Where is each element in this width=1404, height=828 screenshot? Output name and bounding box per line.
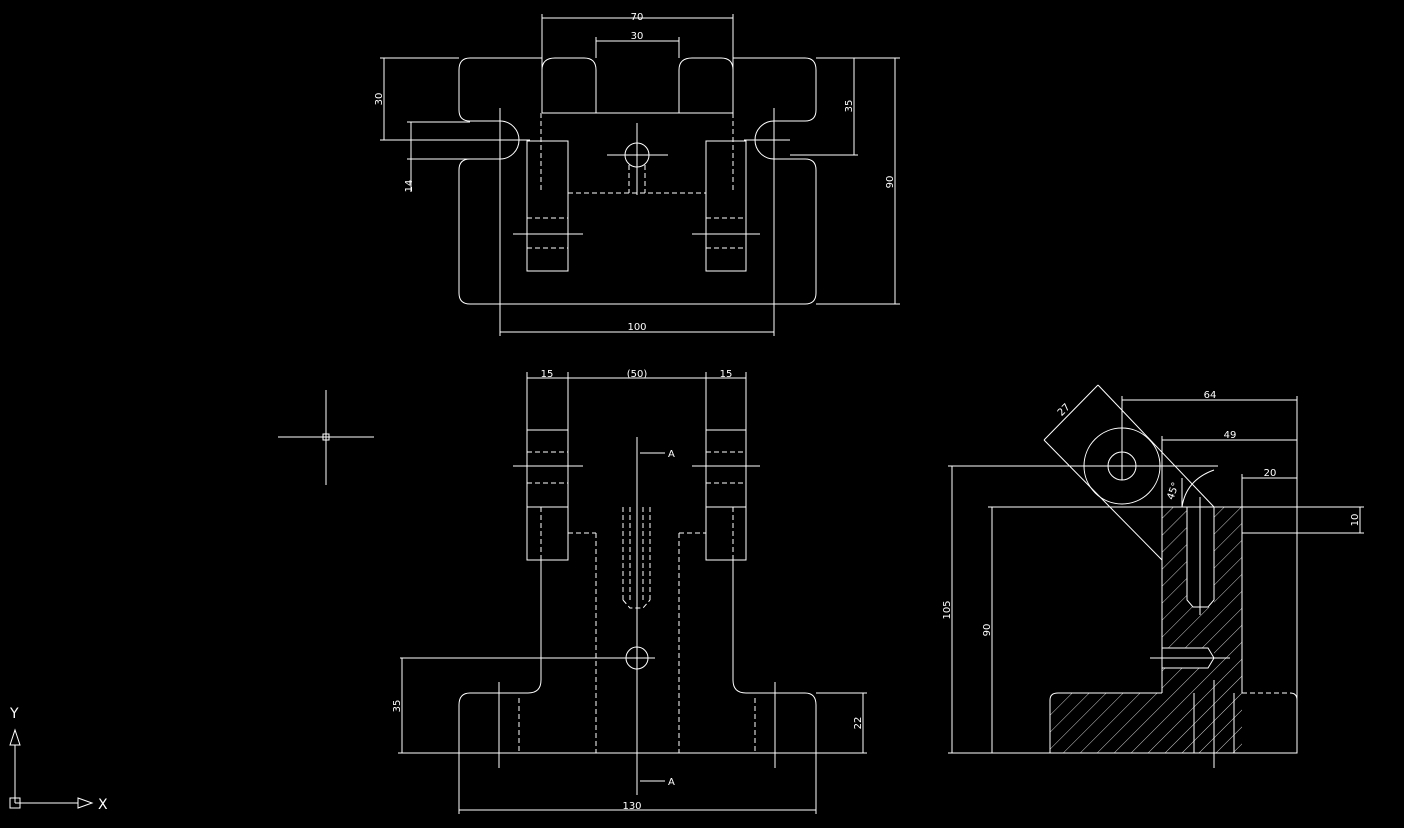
- ucs-icon: Y X: [9, 706, 108, 813]
- dim-side-10: 10: [1350, 514, 1361, 527]
- dim-side-20: 20: [1264, 468, 1277, 479]
- dim-top-14: 14: [404, 180, 415, 193]
- dim-side-105: 105: [942, 600, 953, 619]
- dim-top-90: 90: [885, 176, 896, 189]
- side-view-section[interactable]: 64 49 20 27 45° 10 105 90: [942, 384, 1364, 768]
- dim-top-70: 70: [631, 12, 644, 23]
- front-view[interactable]: A A 15 (50) 15 35 22 130: [392, 369, 867, 814]
- dim-top-30: 30: [631, 31, 644, 42]
- section-mark-top: A: [668, 449, 675, 460]
- dim-front-35: 35: [392, 700, 403, 713]
- dim-front-15-left: 15: [541, 369, 554, 380]
- section-mark-bottom: A: [668, 777, 675, 788]
- dim-top-35: 35: [844, 100, 855, 113]
- ucs-x-label: X: [98, 797, 108, 813]
- ucs-y-label: Y: [9, 706, 19, 722]
- dim-side-64: 64: [1204, 390, 1217, 401]
- dim-side-27: 27: [1056, 402, 1073, 419]
- dim-side-49: 49: [1224, 430, 1237, 441]
- dim-front-130: 130: [622, 801, 641, 812]
- dim-front-15-right: 15: [720, 369, 733, 380]
- top-view[interactable]: 70 30 30 14 35 90 100: [374, 12, 900, 336]
- dim-front-50: (50): [627, 369, 648, 380]
- dim-side-angle: 45°: [1165, 481, 1181, 501]
- dim-top-100: 100: [627, 322, 646, 333]
- dim-top-30-vertical: 30: [374, 93, 385, 106]
- crosshair-cursor: [278, 390, 374, 485]
- dim-side-90: 90: [982, 624, 993, 637]
- dim-front-22: 22: [853, 717, 864, 730]
